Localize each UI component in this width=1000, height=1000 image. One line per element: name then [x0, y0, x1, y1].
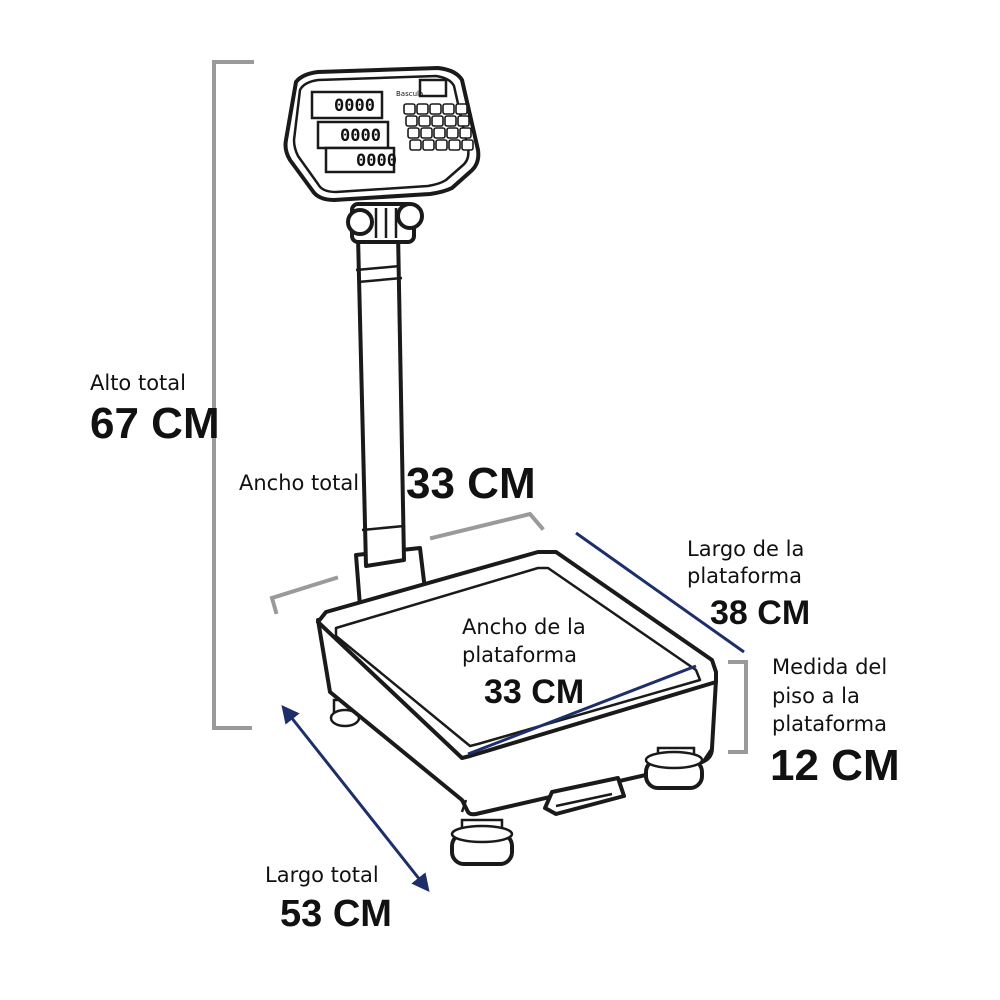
- svg-text:plataforma: plataforma: [687, 564, 802, 588]
- keypad-key: [420, 127, 433, 139]
- keypad-key: [457, 115, 470, 127]
- keypad-key: [409, 139, 422, 151]
- svg-text:38 CM: 38 CM: [710, 594, 810, 632]
- svg-text:67 CM: 67 CM: [90, 399, 220, 448]
- readout-panel-1: 0000: [310, 90, 384, 120]
- platform-length-line: [575, 531, 745, 654]
- keypad-key: [416, 103, 429, 115]
- svg-text:plataforma: plataforma: [462, 643, 577, 667]
- svg-text:Ancho total: Ancho total: [239, 471, 359, 495]
- floor-height-bracket: [728, 660, 748, 754]
- keypad-key: [405, 115, 418, 127]
- svg-text:Ancho de la: Ancho de la: [462, 615, 586, 639]
- keypad: [403, 103, 474, 151]
- scale-illustration: 0000 0000 0000 Bascula: [283, 66, 718, 866]
- keypad-key: [442, 103, 455, 115]
- platform-width-line: [467, 664, 697, 756]
- keypad-key: [461, 139, 474, 151]
- display-head: 0000 0000 0000 Bascula: [283, 66, 481, 202]
- display-hinge: [346, 202, 424, 244]
- carry-handle: [543, 776, 626, 816]
- medida-piso-label: Medida del piso a la plataforma 12 CM: [770, 655, 900, 790]
- svg-text:33 CM: 33 CM: [484, 673, 584, 711]
- keypad-key: [433, 127, 446, 139]
- ancho-plataforma-label: Ancho de la plataforma 33 CM: [462, 615, 586, 711]
- svg-text:0000: 0000: [334, 96, 375, 116]
- keypad-key: [422, 139, 435, 151]
- svg-text:Largo de la: Largo de la: [687, 537, 804, 561]
- front-foot-right: [644, 746, 704, 790]
- readout-panel-3: 0000: [324, 146, 397, 174]
- total-width-bracket: [269, 575, 339, 615]
- ancho-total-label: Ancho total 33 CM: [239, 459, 536, 508]
- total-length-arrow: [281, 704, 430, 893]
- svg-text:53 CM: 53 CM: [280, 893, 392, 935]
- brand-text: Bascula: [396, 90, 423, 98]
- keypad-key: [431, 115, 444, 127]
- pole: [355, 230, 406, 568]
- alto-total-label: Alto total 67 CM: [90, 371, 220, 448]
- keypad-key: [418, 115, 431, 127]
- svg-text:plataforma: plataforma: [772, 712, 887, 736]
- readout-panel-2: 0000: [316, 120, 390, 150]
- keypad-key: [403, 103, 416, 115]
- keypad-key: [446, 127, 459, 139]
- svg-text:0000: 0000: [356, 151, 397, 171]
- front-foot-left: [450, 818, 514, 866]
- keypad-key: [429, 103, 442, 115]
- svg-text:Alto total: Alto total: [90, 371, 186, 395]
- platform-tray: [334, 566, 702, 748]
- svg-text:12 CM: 12 CM: [770, 741, 900, 790]
- keypad-key: [448, 139, 461, 151]
- svg-text:piso a la: piso a la: [772, 684, 860, 708]
- keypad-key: [435, 139, 448, 151]
- svg-text:0000: 0000: [340, 126, 381, 146]
- largo-plataforma-label: Largo de la plataforma 38 CM: [687, 537, 810, 632]
- keypad-key: [444, 115, 457, 127]
- height-bracket: [212, 60, 254, 730]
- keypad-key: [459, 127, 472, 139]
- keypad-key: [455, 103, 468, 115]
- largo-total-label: Largo total 53 CM: [265, 863, 392, 935]
- svg-text:Medida del: Medida del: [772, 655, 887, 679]
- keypad-key: [407, 127, 420, 139]
- svg-text:Largo total: Largo total: [265, 863, 379, 887]
- svg-text:33 CM: 33 CM: [406, 459, 536, 508]
- mini-screen: [418, 78, 448, 98]
